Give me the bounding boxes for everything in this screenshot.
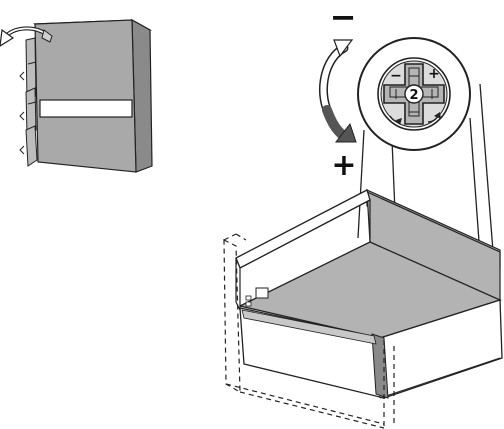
removal-arrow-icon: [0, 26, 53, 47]
adjuster-plus-mark: +: [428, 66, 440, 82]
dashed-front-panel: [223, 233, 395, 429]
plus-sign: +: [331, 148, 356, 183]
side-panel-illustration: [19, 18, 153, 173]
drawer-illustration: [235, 189, 503, 399]
adjuster-minus-mark: −: [390, 68, 402, 84]
adjuster-knob: [377, 57, 451, 131]
adjuster-center-number: 2: [409, 88, 418, 103]
rotation-arrow-icon: [318, 39, 357, 143]
minus-sign: −: [330, 0, 357, 36]
